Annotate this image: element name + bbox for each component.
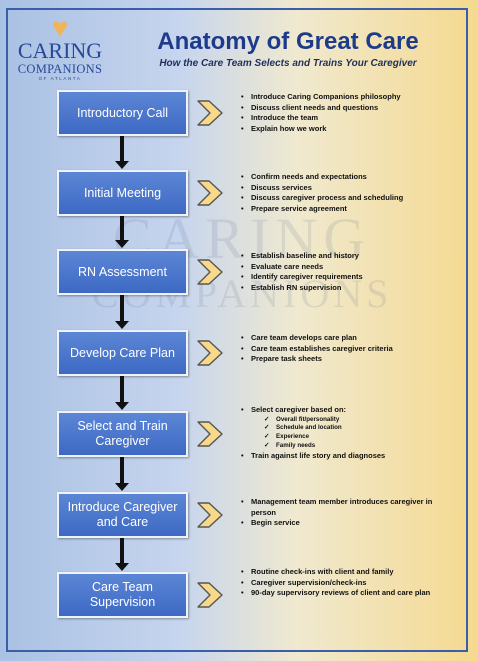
poster-frame [6, 8, 468, 652]
page-subtitle: How the Care Team Selects and Trains You… [159, 58, 417, 69]
checklist-item: Schedule and location [251, 424, 454, 433]
chevron-arrow-icon [196, 339, 224, 367]
bullet-text: Discuss services [251, 182, 312, 192]
stage-bullet-list: Care team develops care planCare team es… [240, 333, 454, 365]
stage-bullet-list: Routine check-ins with client and family… [240, 567, 454, 599]
stage-bullet-list: Management team member introduces caregi… [240, 497, 454, 529]
down-arrow-icon [110, 295, 134, 330]
bullet-item: Establish RN supervision [240, 283, 454, 294]
chevron-arrow-icon [196, 501, 224, 529]
down-arrow-icon [110, 376, 134, 411]
logo-line-2: COMPANIONS [17, 62, 103, 76]
bullet-item: Identify caregiver requirements [240, 272, 454, 283]
logo-line-1: CARING [17, 38, 103, 63]
stage-box: Select and Train Caregiver [57, 411, 188, 457]
chevron-arrow-icon [196, 258, 224, 286]
bullet-item: Discuss services [240, 183, 454, 194]
bullet-item: Prepare service agreement [240, 204, 454, 215]
stage-box: Initial Meeting [57, 170, 188, 216]
logo-line-3: OF ATLANTA [38, 76, 82, 81]
chevron-arrow-icon [196, 420, 224, 448]
heart-icon: ♥ [51, 12, 69, 43]
bullet-item: Prepare task sheets [240, 354, 454, 365]
page-title: Anatomy of Great Care [157, 28, 419, 55]
bullet-text: Prepare service agreement [251, 203, 347, 213]
down-arrow-icon [110, 136, 134, 170]
bullet-text: Introduce the team [251, 113, 319, 122]
stage-box: Develop Care Plan [57, 330, 188, 376]
bullet-text: Begin service [251, 518, 300, 527]
bullet-item: Train against life story and diagnoses [240, 451, 454, 462]
down-arrow-icon [110, 538, 134, 572]
stage-box: RN Assessment [57, 249, 188, 295]
bullet-item: Care team develops care plan [240, 333, 454, 344]
bullet-item: Management team member introduces caregi… [240, 497, 454, 518]
bullet-item: Explain how we work [240, 124, 454, 135]
bullet-text: Train against life story and diagnoses [251, 450, 386, 460]
bullet-item: Introduce Caring Companions philosophy [240, 92, 454, 103]
chevron-arrow-icon [196, 179, 224, 207]
bullet-text: Confirm needs and expectations [251, 172, 367, 181]
bullet-text: Evaluate care needs [251, 261, 324, 271]
bullet-text: Establish baseline and history [251, 251, 359, 260]
bullet-item: Discuss client needs and questions [240, 103, 454, 114]
bullet-text: Caregiver supervision/check-ins [251, 577, 367, 587]
checklist-item: Overall fit/personality [251, 416, 454, 425]
bullet-item: Routine check-ins with client and family [240, 567, 454, 578]
bullet-text: Care team establishes caregiver criteria [251, 343, 393, 353]
bullet-text: Identify caregiver requirements [251, 272, 363, 281]
bullet-text: Routine check-ins with client and family [251, 567, 394, 576]
stage-bullet-list: Select caregiver based on: Overall fit/pe… [240, 405, 454, 461]
bullet-text: Management team member introduces caregi… [251, 497, 433, 517]
bullet-text: Select caregiver based on: [251, 405, 347, 414]
chevron-arrow-icon [196, 99, 224, 127]
stage-bullet-list: Introduce Caring Companions philosophyDi… [240, 92, 454, 134]
down-arrow-icon [110, 457, 134, 492]
bullet-item: Care team establishes caregiver criteria [240, 344, 454, 355]
bullet-item: Confirm needs and expectations [240, 172, 454, 183]
down-arrow-icon [110, 216, 134, 249]
checklist-item: Experience [251, 433, 454, 442]
stage-bullet-list: Confirm needs and expectationsDiscuss se… [240, 172, 454, 214]
stage-bullet-list: Establish baseline and historyEvaluate c… [240, 251, 454, 293]
bullet-text: Care team develops care plan [251, 333, 357, 342]
sub-bullet-list: Overall fit/personalitySchedule and loca… [251, 416, 454, 451]
bullet-item: 90-day supervisory reviews of client and… [240, 588, 454, 599]
bullet-text: 90-day supervisory reviews of client and… [251, 588, 431, 597]
bullet-item: Introduce the team [240, 113, 454, 124]
stage-box: Introduce Caregiver and Care [57, 492, 188, 538]
bullet-item: Establish baseline and history [240, 251, 454, 262]
stage-box: Care Team Supervision [57, 572, 188, 618]
bullet-text: Introduce Caring Companions philosophy [251, 92, 401, 101]
bullet-item: Discuss caregiver process and scheduling [240, 193, 454, 204]
bullet-text: Prepare task sheets [251, 354, 322, 363]
bullet-item: Begin service [240, 518, 454, 529]
bullet-text: Discuss caregiver process and scheduling [251, 193, 404, 202]
stage-box: Introductory Call [57, 90, 188, 136]
caring-companions-logo: ♥ CARING COMPANIONS OF ATLANTA [16, 12, 104, 82]
bullet-text: Establish RN supervision [251, 282, 342, 292]
bullet-item: Evaluate care needs [240, 262, 454, 273]
bullet-item: Select caregiver based on: Overall fit/pe… [240, 405, 454, 451]
bullet-text: Discuss client needs and questions [251, 102, 379, 112]
chevron-arrow-icon [196, 581, 224, 609]
bullet-text: Explain how we work [251, 123, 327, 133]
bullet-item: Caregiver supervision/check-ins [240, 578, 454, 589]
checklist-item: Family needs [251, 442, 454, 451]
